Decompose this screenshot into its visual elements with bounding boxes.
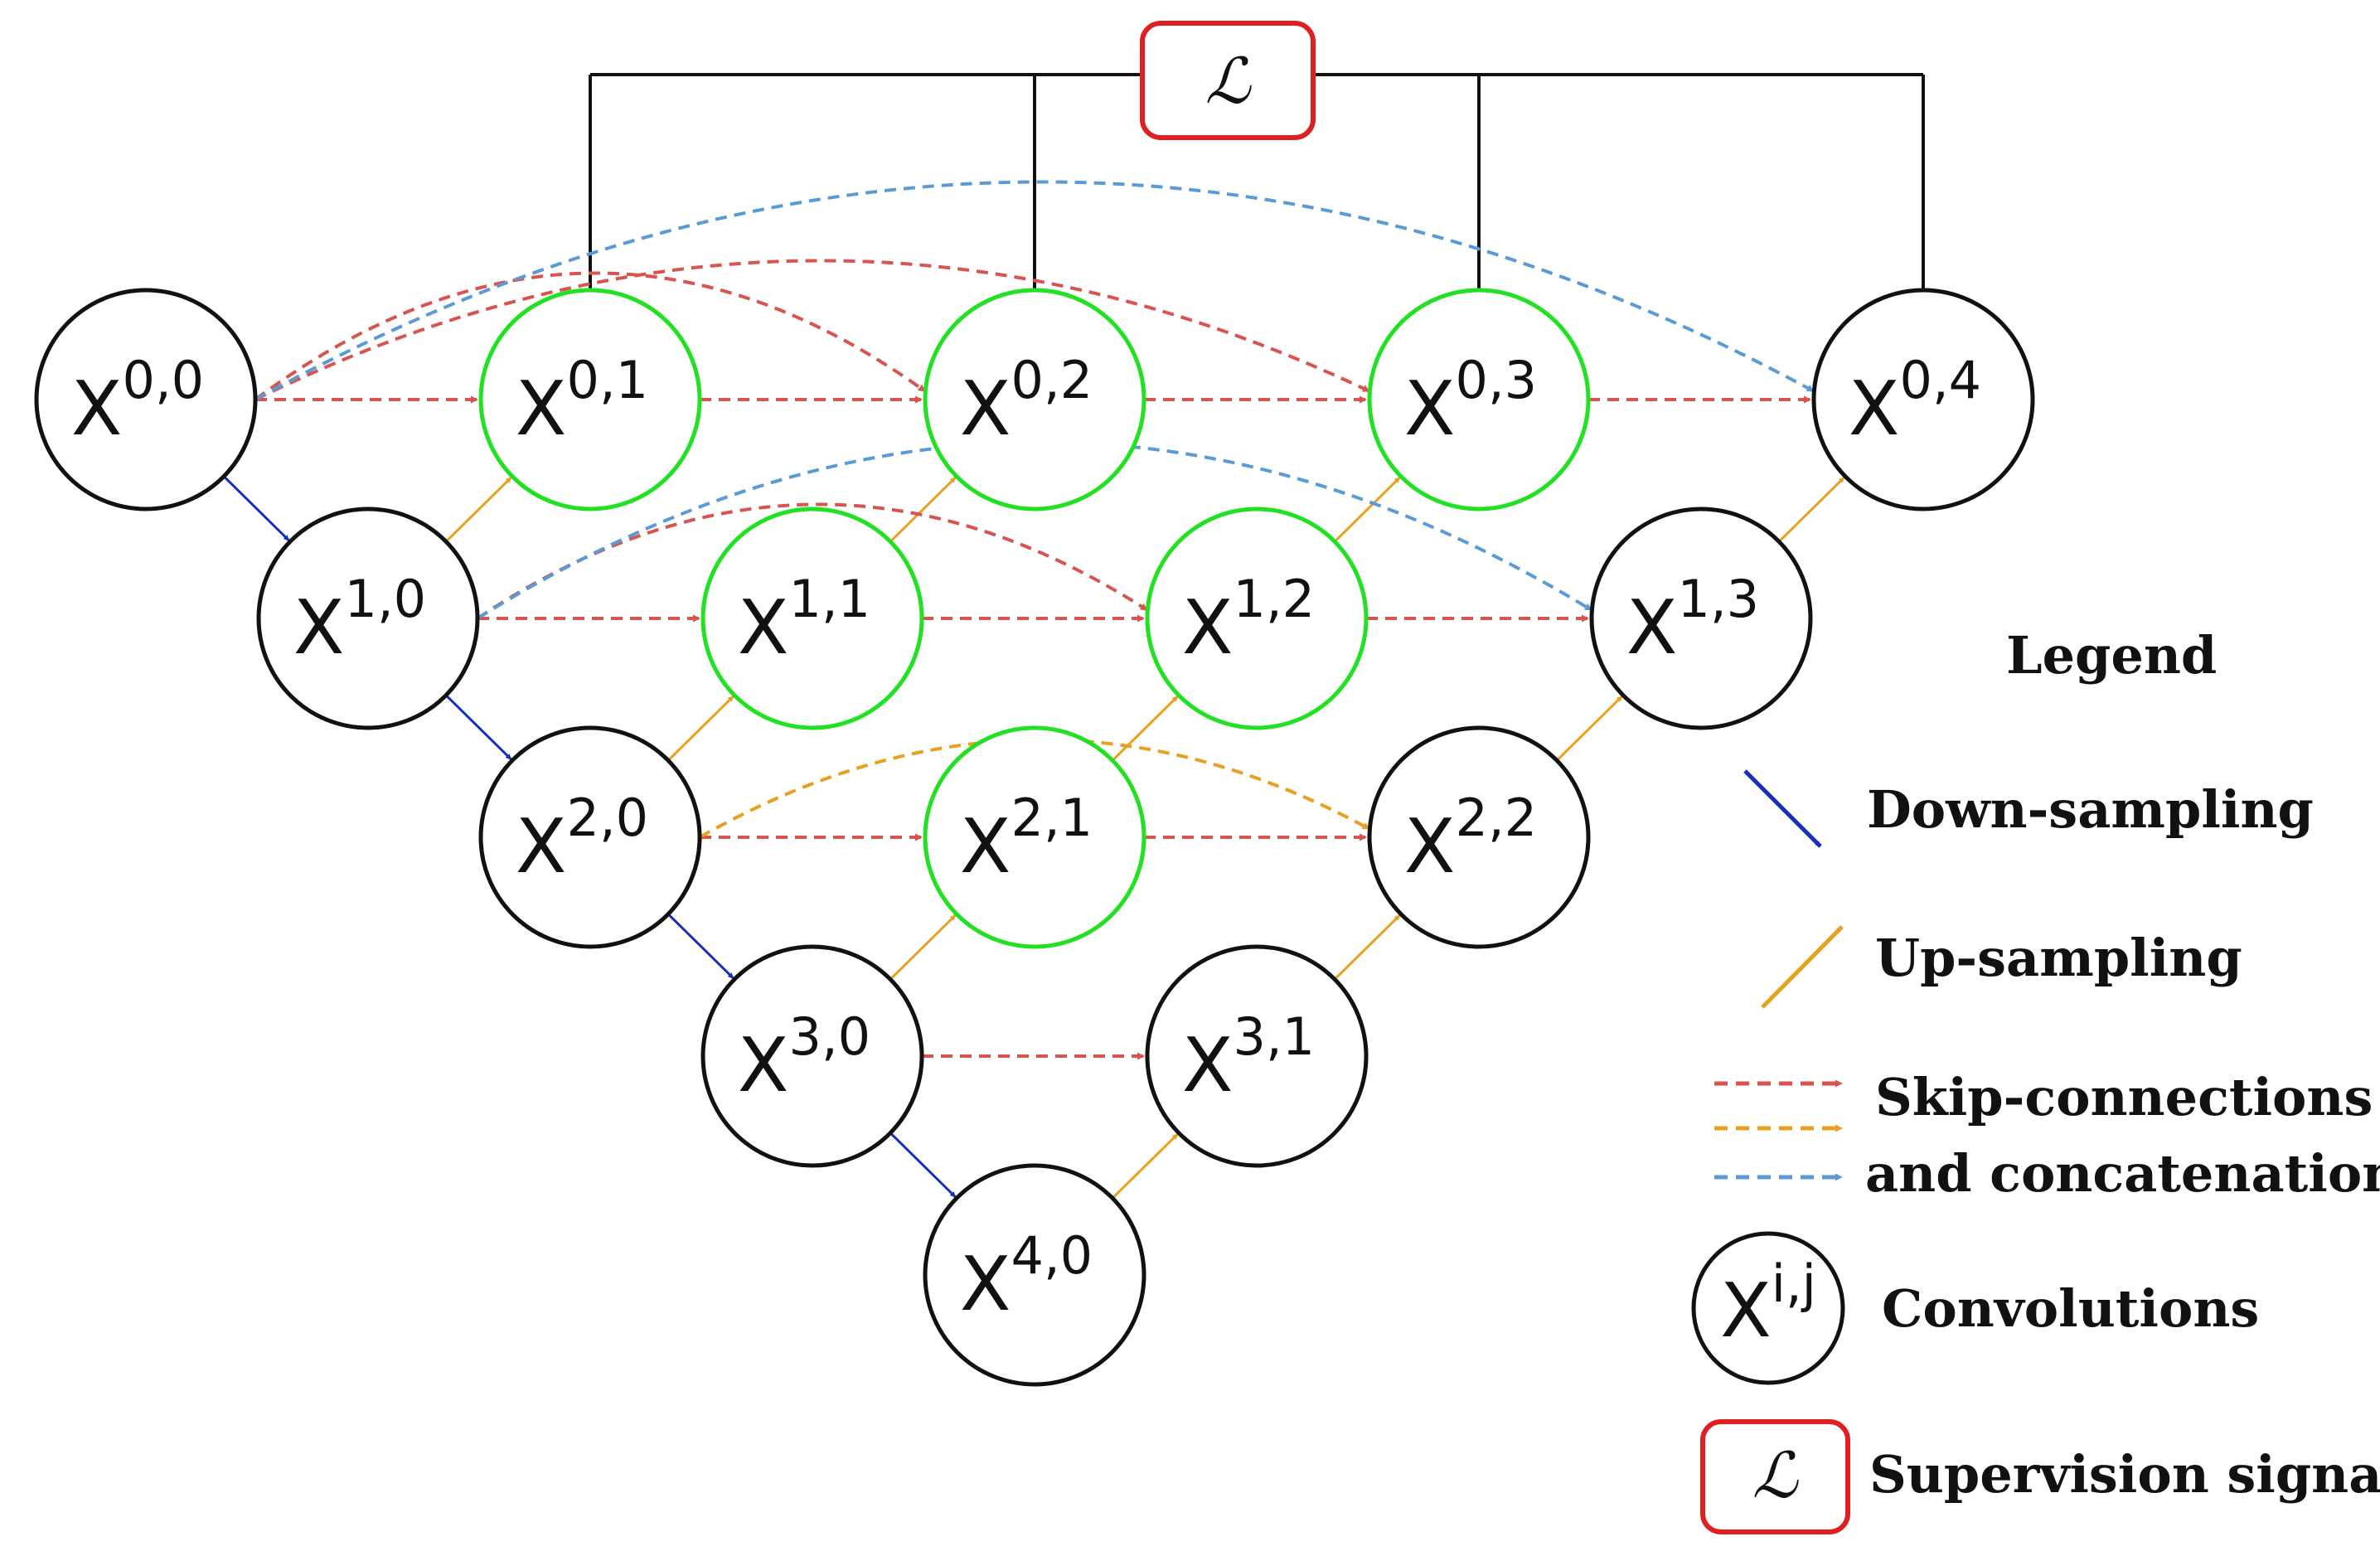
node-1-0: X1,0 bbox=[256, 507, 480, 730]
node-circle bbox=[478, 288, 702, 511]
supervision-lines bbox=[589, 73, 1925, 290]
node-4-0: X4,0 bbox=[923, 1163, 1146, 1387]
node-label: X1,3 bbox=[1626, 569, 1759, 671]
up-sampling-arrow bbox=[1333, 476, 1401, 543]
node-circle bbox=[1145, 944, 1369, 1168]
node-circle bbox=[1367, 725, 1591, 949]
node-label: X2,2 bbox=[1404, 788, 1537, 890]
skip-arc-red bbox=[254, 271, 927, 401]
node-2-0: X2,0 bbox=[478, 725, 702, 949]
node-circle bbox=[923, 725, 1146, 949]
node-1-2: X1,2 bbox=[1145, 507, 1369, 730]
node-1-3: X1,3 bbox=[1589, 507, 1813, 730]
node-label: X1,1 bbox=[738, 569, 870, 671]
skip-arc-red bbox=[254, 259, 1370, 401]
up-sampling-arrow bbox=[666, 695, 734, 762]
down-sampling-arrow bbox=[666, 913, 734, 980]
node-circle bbox=[1145, 507, 1369, 730]
legend-down-sampling-label: Down-sampling bbox=[1867, 779, 2314, 840]
node-label: X1,0 bbox=[293, 569, 426, 671]
node-circle bbox=[700, 507, 924, 730]
up-sampling-arrow bbox=[889, 914, 957, 981]
up-sampling-arrow bbox=[889, 476, 957, 543]
legend-loss-icon bbox=[1700, 1419, 1850, 1534]
up-sampling-arrow bbox=[444, 476, 512, 543]
down-sampling-arrow bbox=[889, 1132, 957, 1199]
node-label: X0,2 bbox=[960, 350, 1093, 453]
legend-down-arrow-icon bbox=[1743, 769, 1822, 848]
up-sampling-arrow bbox=[1777, 476, 1845, 543]
node-label: X0,4 bbox=[1849, 350, 1981, 453]
node-circle bbox=[923, 1163, 1146, 1387]
node-label: X3,1 bbox=[1182, 1006, 1315, 1109]
up-sampling-arrow bbox=[1555, 695, 1623, 762]
node-label: X0,1 bbox=[516, 350, 648, 453]
loss-symbol: ℒ bbox=[1205, 44, 1253, 118]
legend: Legend Down-sampling Up-sampling Skip-co… bbox=[1691, 625, 2380, 1534]
node-0-2: X0,2 bbox=[923, 288, 1146, 511]
node-circle bbox=[1589, 507, 1813, 730]
node-0-4: X0,4 bbox=[1811, 288, 2035, 511]
legend-skip-line2: and concatenation bbox=[1865, 1143, 2380, 1204]
node-circle bbox=[700, 944, 924, 1168]
node-2-2: X2,2 bbox=[1367, 725, 1591, 949]
node-label: X4,0 bbox=[960, 1225, 1093, 1328]
legend-title: Legend bbox=[2006, 625, 2217, 686]
node-label: X2,0 bbox=[516, 788, 648, 890]
legend-node-label: Xi,j bbox=[1720, 1253, 1816, 1355]
node-3-1: X3,1 bbox=[1145, 944, 1369, 1168]
down-sampling-arrow bbox=[222, 475, 290, 542]
node-3-0: X3,0 bbox=[700, 944, 924, 1168]
legend-convolutions-label: Convolutions bbox=[1882, 1278, 2259, 1339]
up-sampling-arrow bbox=[1111, 695, 1179, 762]
legend-up-sampling-label: Up-sampling bbox=[1875, 928, 2242, 988]
node-circle bbox=[478, 725, 702, 949]
up-sampling-arrow bbox=[1111, 1132, 1179, 1200]
down-sampling-arrow bbox=[444, 694, 512, 761]
legend-up-arrow-icon bbox=[1761, 925, 1844, 1009]
node-circle bbox=[1811, 288, 2035, 511]
nodes: X0,0 X0,1 X0,2 X0,3 X0,4X1,0 X1,1 X1,2 X1,3X2,0… bbox=[34, 288, 2035, 1387]
loss-box: ℒ bbox=[1140, 21, 1316, 140]
legend-supervision-label: Supervision signal bbox=[1869, 1444, 2380, 1505]
node-label: X0,3 bbox=[1404, 350, 1537, 453]
legend-loss-symbol: ℒ bbox=[1752, 1438, 1800, 1512]
legend-node-icon bbox=[1691, 1231, 1845, 1385]
node-circle bbox=[34, 288, 258, 511]
legend-skip-line1: Skip-connections bbox=[1875, 1067, 2373, 1127]
node-1-1: X1,1 bbox=[700, 507, 924, 730]
node-circle bbox=[923, 288, 1146, 511]
node-circle bbox=[1367, 288, 1591, 511]
node-0-0: X0,0 bbox=[34, 288, 258, 511]
node-label: X0,0 bbox=[71, 350, 204, 453]
node-2-1: X2,1 bbox=[923, 725, 1146, 949]
node-label: X2,1 bbox=[960, 788, 1093, 890]
node-0-3: X0,3 bbox=[1367, 288, 1591, 511]
node-0-1: X0,1 bbox=[478, 288, 702, 511]
node-label: X3,0 bbox=[738, 1006, 870, 1109]
node-circle bbox=[256, 507, 480, 730]
node-label: X1,2 bbox=[1182, 569, 1315, 671]
up-sampling-arrow bbox=[1333, 914, 1401, 981]
